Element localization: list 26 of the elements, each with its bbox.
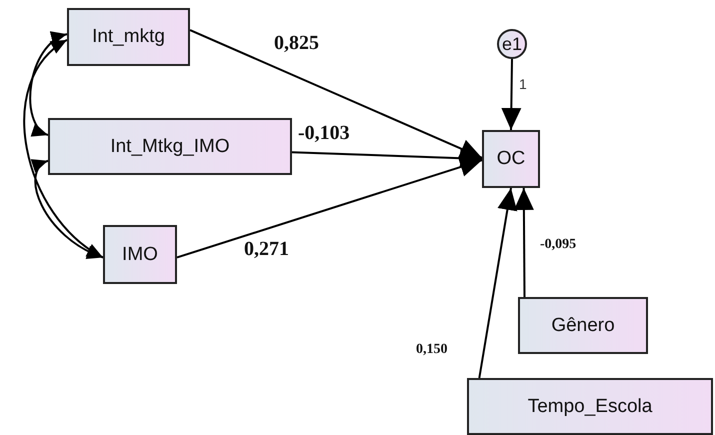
covariance-arrow [29, 33, 68, 136]
path-arrow [514, 188, 534, 297]
edge-label: 1 [517, 76, 529, 92]
variable-name: Tempo_Escola [528, 396, 652, 418]
path-arrow [501, 58, 522, 130]
path-arrow [292, 148, 482, 168]
variable-name: OC [496, 148, 526, 170]
covariance-arrow [30, 160, 104, 258]
variable-box [67, 8, 190, 66]
path-arrow [190, 29, 482, 159]
variable-box [467, 378, 713, 435]
edge-label: -0,095 [538, 237, 578, 253]
variable-box [103, 225, 177, 284]
path-arrow [478, 188, 518, 378]
variable-name: Int_mktg [92, 26, 165, 48]
edge-label: 0,150 [414, 342, 450, 358]
variable-name: e1 [502, 34, 522, 54]
variable-name: Gênero [551, 314, 615, 336]
path-arrow [176, 157, 482, 258]
covariance-arrow [23, 39, 104, 258]
variable-name: Int_Mtkg_IMO [110, 136, 230, 158]
variable-box [482, 130, 540, 188]
variable-box [518, 297, 648, 354]
variable-name: IMO [122, 244, 158, 266]
variable-box [48, 118, 292, 175]
error-term-circle [497, 29, 527, 59]
